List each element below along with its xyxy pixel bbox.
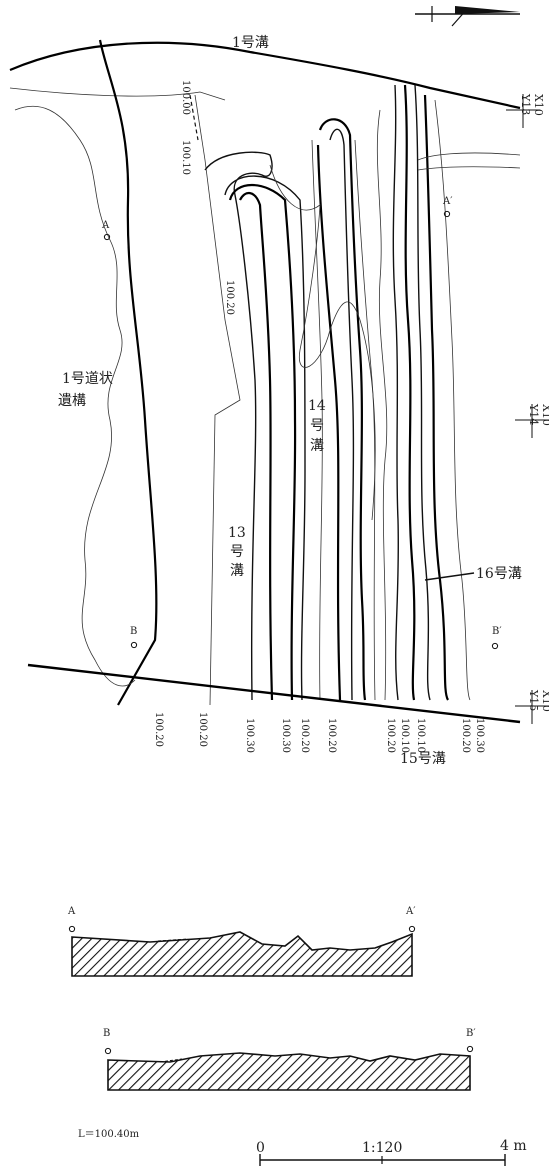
grid-label-y15: Y15 bbox=[527, 689, 540, 711]
point-b-label: B bbox=[130, 626, 137, 637]
trench-16-leader bbox=[424, 572, 475, 581]
elevation-label-bottom: 100.10 bbox=[415, 718, 426, 753]
section-b-right-label: B′ bbox=[466, 1028, 476, 1039]
scale-bar: 0 1:120 4 m bbox=[256, 1138, 527, 1166]
trench-1-label: 1号溝 bbox=[232, 35, 269, 51]
trench-14-label-a: 号 bbox=[310, 418, 324, 434]
trench-14-label-b: 溝 bbox=[310, 438, 324, 454]
trench-1-inner-edge bbox=[9, 87, 226, 101]
point-a-prime-label: A′ bbox=[442, 196, 453, 207]
level-note: L＝100.40m bbox=[78, 1129, 140, 1140]
trench-14-label-num: 14 bbox=[308, 398, 326, 414]
trench-1-edge bbox=[9, 41, 521, 110]
trench-13-contours bbox=[204, 151, 306, 701]
scale-max-label: 4 m bbox=[500, 1138, 527, 1154]
elevation-label-top: 100.00 bbox=[180, 80, 191, 115]
elevation-label-bottom: 100.30 bbox=[474, 718, 485, 753]
excavation-bottom-edge bbox=[27, 663, 521, 724]
point-b-prime-marker bbox=[491, 642, 499, 650]
elevation-label-bottom: 100.10 bbox=[399, 718, 410, 753]
point-b-prime-label: B′ bbox=[492, 626, 502, 637]
scale-zero-label: 0 bbox=[256, 1140, 265, 1156]
point-b-marker bbox=[130, 641, 138, 649]
section-a-left-label: A bbox=[67, 906, 76, 917]
elevation-label-bottom: 100.20 bbox=[326, 718, 337, 753]
site-contour bbox=[269, 164, 376, 521]
trench-14-contours bbox=[311, 118, 376, 701]
section-b-left-label: B bbox=[103, 1028, 110, 1039]
trench-13-label-a: 号 bbox=[230, 544, 244, 560]
elevation-label-bottom: 100.30 bbox=[244, 718, 255, 753]
section-a-right-label: A′ bbox=[405, 906, 416, 917]
trench-15-label: 15号溝 bbox=[400, 751, 446, 767]
trench-13-west-boundary bbox=[194, 94, 241, 706]
scale-ratio-label: 1:120 bbox=[362, 1140, 402, 1156]
elevation-label-top: 100.20 bbox=[224, 280, 235, 315]
point-a-label: A bbox=[101, 220, 110, 231]
road-1-west-edge bbox=[98, 39, 158, 706]
grid-label-x10-mid: X10 bbox=[540, 404, 549, 426]
elevation-label-top: 100.10 bbox=[180, 140, 191, 175]
grid-label-x10-bot: X10 bbox=[540, 690, 549, 712]
point-a-marker bbox=[103, 233, 111, 241]
grid-label-y14: Y14 bbox=[527, 403, 540, 425]
elevation-label-bottom: 100.20 bbox=[460, 718, 471, 753]
section-a: A A′ bbox=[67, 906, 416, 977]
grid-label-x10-top: X10 bbox=[532, 94, 545, 116]
grid-label-y13: Y13 bbox=[519, 93, 532, 115]
section-b: B B′ bbox=[103, 1028, 476, 1091]
elevation-label-bottom: 100.20 bbox=[197, 712, 208, 747]
grid-cross-icon bbox=[506, 94, 549, 724]
trench-13-label-num: 13 bbox=[228, 525, 246, 541]
elevation-label-bottom: 100.20 bbox=[299, 718, 310, 753]
trench-13-dashed-edge bbox=[189, 94, 199, 141]
north-arrow-icon bbox=[415, 6, 520, 27]
trench-15-16-contours bbox=[376, 84, 521, 701]
point-a-prime-marker bbox=[443, 210, 451, 218]
trench-13-label-b: 溝 bbox=[230, 563, 244, 579]
road-1-label-line1: 1号道状 bbox=[62, 371, 113, 387]
elevation-label-bottom: 100.20 bbox=[385, 718, 396, 753]
trench-16-label: 16号溝 bbox=[476, 566, 522, 582]
elevation-label-bottom: 100.30 bbox=[280, 718, 291, 753]
elevation-label-bottom: 100.20 bbox=[153, 712, 164, 747]
road-1-label-line2: 遺構 bbox=[58, 393, 86, 409]
road-1-contour bbox=[14, 105, 136, 687]
